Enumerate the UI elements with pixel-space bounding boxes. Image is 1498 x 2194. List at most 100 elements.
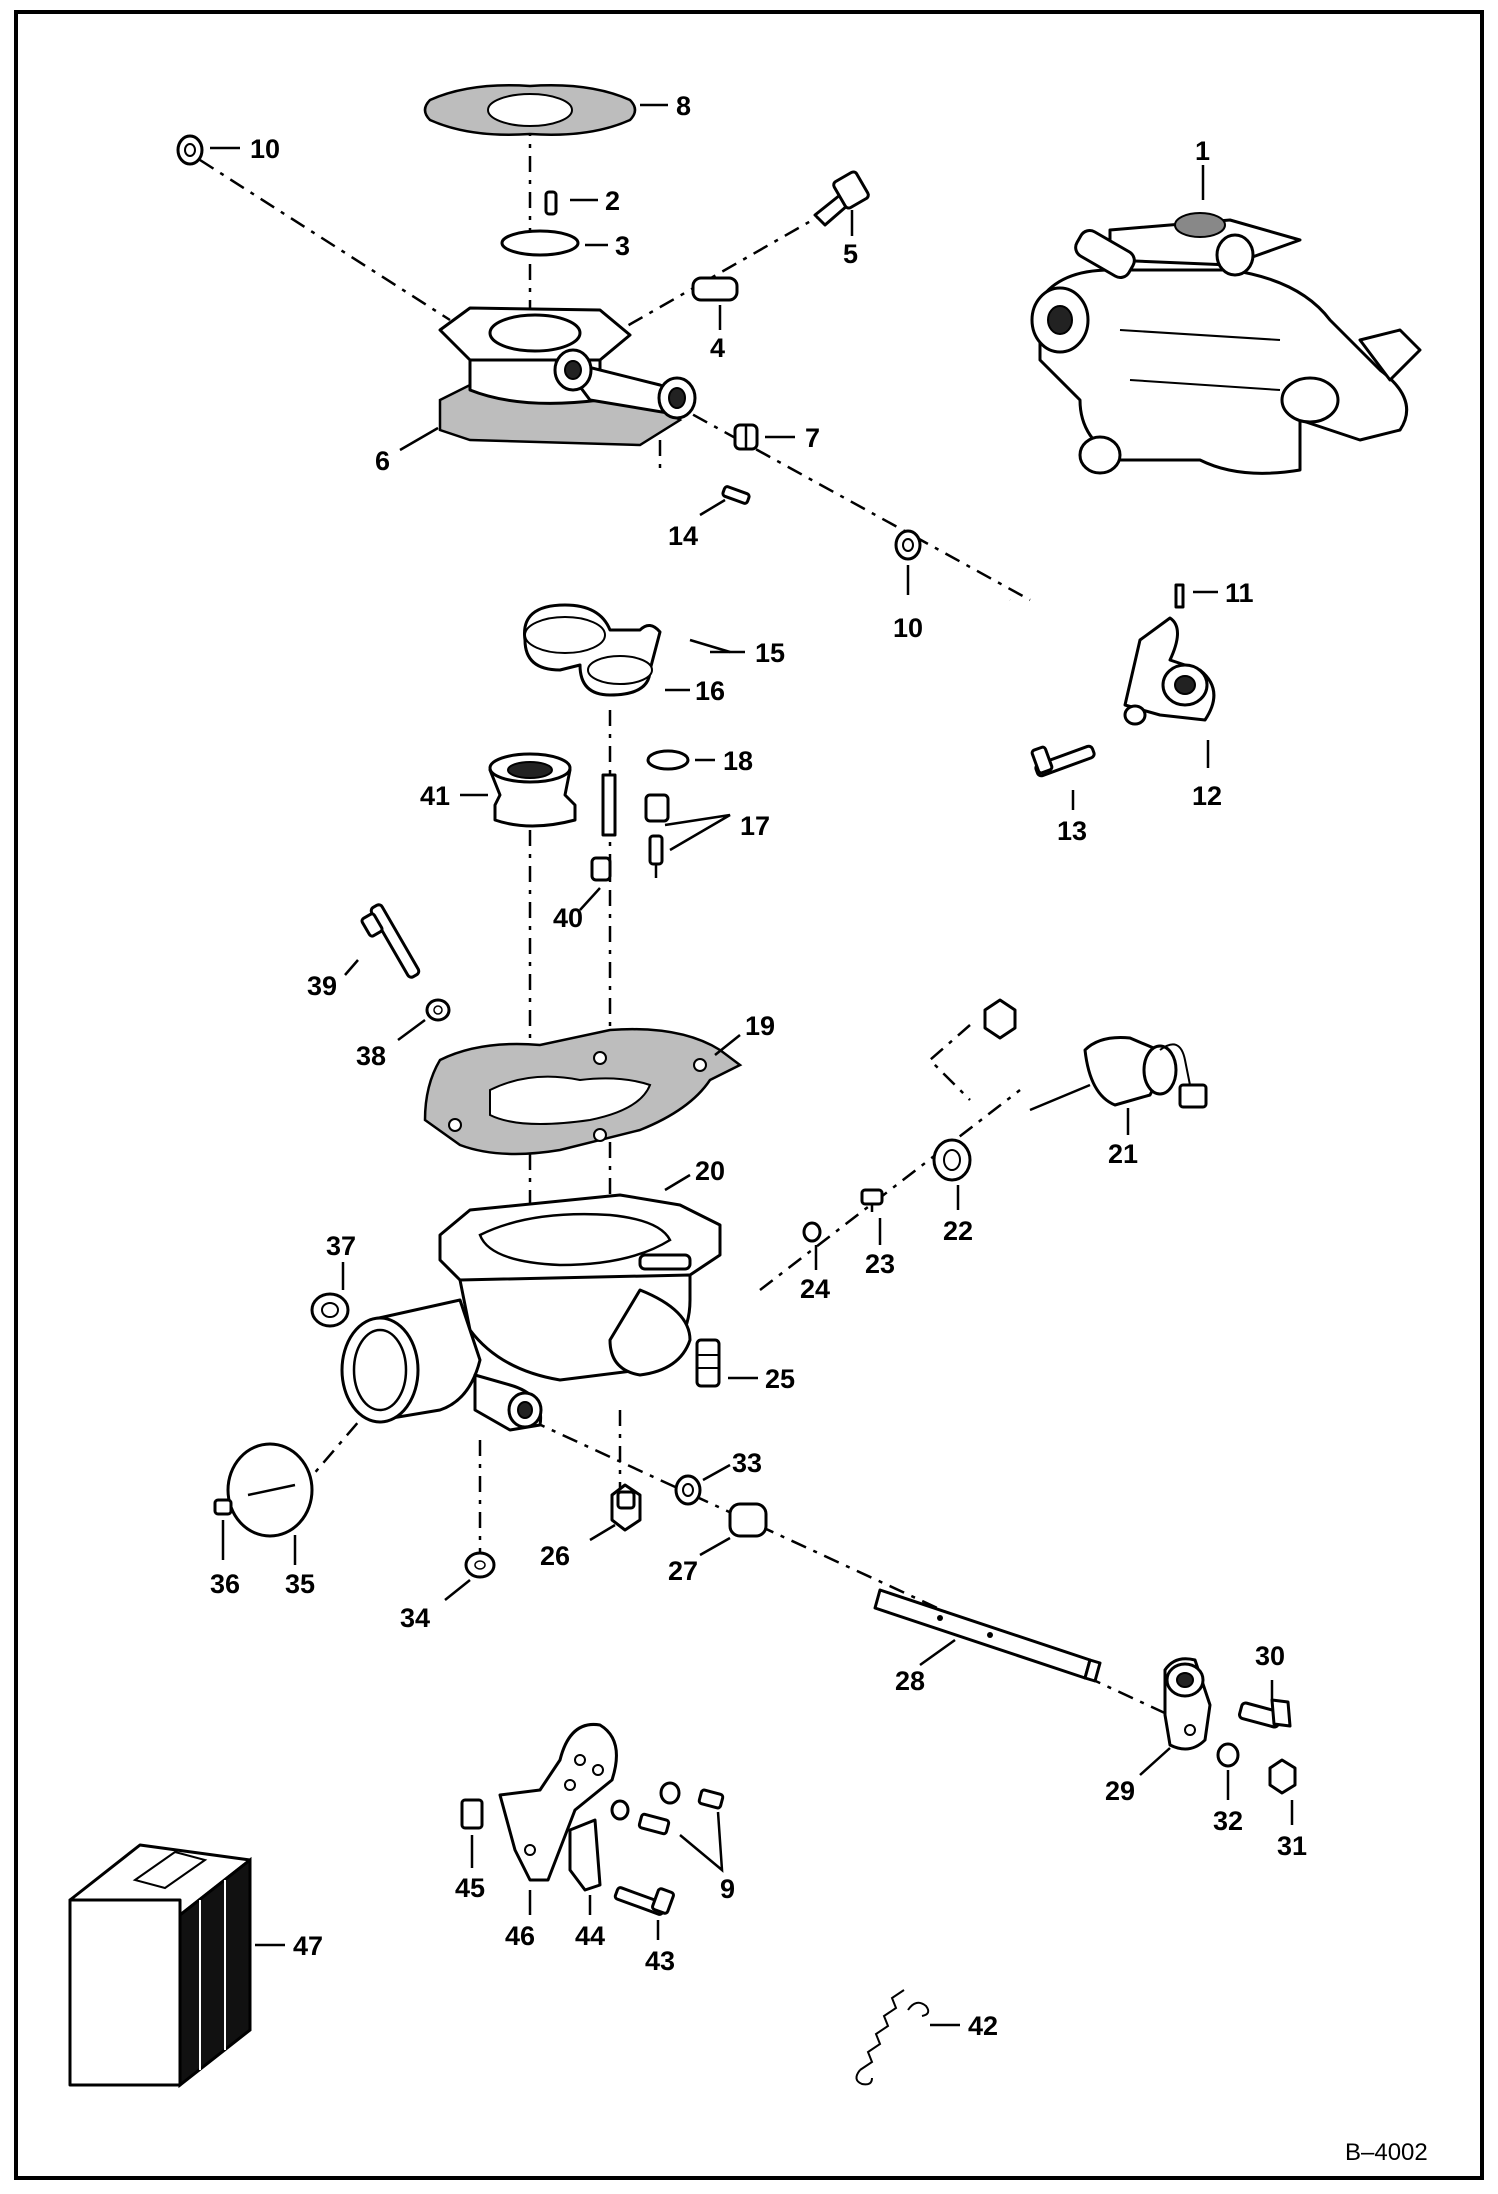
callout-45: 45 — [455, 1873, 485, 1903]
callout-2: 2 — [605, 186, 620, 216]
part-1-carburetor-assembly — [1030, 212, 1422, 475]
part-37-plug — [310, 1292, 350, 1328]
callout-labels: 10 8 2 3 4 5 1 6 7 14 10 11 12 13 15 16 … — [210, 91, 1428, 2166]
callout-24: 24 — [800, 1274, 830, 1304]
callout-40: 40 — [553, 903, 583, 933]
part-42-spring — [855, 1989, 930, 2086]
part-24-washer — [802, 1221, 822, 1243]
part-16-float — [523, 603, 662, 697]
part-7-screw — [733, 423, 759, 451]
part-6-throttle-body — [438, 306, 697, 447]
part-25-drain-screw — [695, 1338, 721, 1388]
part-17-needle-and-seat — [644, 793, 670, 878]
callout-30: 30 — [1255, 1641, 1285, 1671]
part-27-bushing — [728, 1502, 768, 1538]
callout-8: 8 — [676, 91, 691, 121]
part-29-throttle-lever — [1163, 1657, 1212, 1751]
part-36-screw — [213, 1498, 233, 1516]
callout-5: 5 — [843, 239, 858, 269]
part-4-spring — [691, 276, 739, 302]
callout-1: 1 — [1195, 136, 1210, 166]
part-26-plug — [610, 1483, 642, 1532]
callout-19: 19 — [745, 1011, 775, 1041]
callout-15: 15 — [755, 638, 785, 668]
callout-33: 33 — [732, 1448, 762, 1478]
part-13-screw — [1030, 744, 1096, 778]
part-3-plate — [500, 229, 580, 257]
part-47-repair-kit-box — [68, 1843, 252, 2089]
callout-28: 28 — [895, 1666, 925, 1696]
callout-4: 4 — [710, 333, 725, 363]
callout-44: 44 — [575, 1921, 605, 1951]
part-22-washer — [932, 1138, 972, 1182]
part-28-throttle-shaft — [873, 1588, 1102, 1683]
callout-32: 32 — [1213, 1806, 1243, 1836]
part-21-solenoid — [1029, 1036, 1208, 1112]
part-21-nut — [983, 998, 1017, 1040]
part-44-clip — [568, 1818, 602, 1892]
part-10-washer-mid — [894, 529, 922, 561]
callout-9: 9 — [720, 1874, 735, 1904]
callout-39: 39 — [307, 971, 337, 1001]
callout-13: 13 — [1057, 816, 1087, 846]
part-8-top-gasket — [423, 84, 637, 136]
callout-35: 35 — [285, 1569, 315, 1599]
part-33-washer — [674, 1474, 702, 1506]
callout-34: 34 — [400, 1603, 430, 1633]
callout-41: 41 — [420, 781, 450, 811]
callout-10: 10 — [250, 134, 280, 164]
part-2-screw — [544, 190, 558, 216]
callout-21: 21 — [1108, 1139, 1138, 1169]
callout-47: 47 — [293, 1931, 323, 1961]
part-30-screw — [1238, 1698, 1292, 1729]
part-43-screw — [613, 1886, 675, 1916]
part-34-washer — [464, 1551, 496, 1579]
callout-6: 6 — [375, 446, 390, 476]
part-9-screws — [610, 1781, 725, 1836]
part-32-washer — [1216, 1742, 1240, 1768]
part-40-jet — [590, 856, 612, 882]
callout-18: 18 — [723, 746, 753, 776]
callout-31: 31 — [1277, 1831, 1307, 1861]
callout-29: 29 — [1105, 1776, 1135, 1806]
part-41-venturi — [488, 752, 577, 828]
callout-46: 46 — [505, 1921, 535, 1951]
callout-11: 11 — [1225, 578, 1254, 608]
part-15-float-pin — [689, 638, 731, 654]
callout-7: 7 — [805, 423, 820, 453]
callout-14: 14 — [668, 521, 698, 551]
part-31-nut — [1268, 1758, 1297, 1795]
part-39-power-valve — [360, 903, 421, 979]
callout-12: 12 — [1192, 781, 1222, 811]
callout-23: 23 — [865, 1249, 895, 1279]
part-23-screw — [860, 1188, 884, 1212]
part-14-screw — [721, 485, 751, 505]
callout-3: 3 — [615, 231, 630, 261]
part-38-washer — [425, 998, 451, 1022]
callout-17: 17 — [740, 811, 770, 841]
callout-36: 36 — [210, 1569, 240, 1599]
callout-38: 38 — [356, 1041, 386, 1071]
callout-25: 25 — [765, 1364, 795, 1394]
float-hinge-pin — [601, 773, 617, 837]
part-19-bowl-gasket — [423, 1027, 743, 1156]
part-11-pin — [1174, 583, 1185, 609]
callout-16: 16 — [695, 676, 725, 706]
part-12-choke-shaft-lever — [1008, 597, 1216, 726]
part-45-clip — [460, 1798, 484, 1830]
leader-lines — [210, 103, 1294, 2027]
part-5-idle-needle — [813, 170, 870, 227]
callout-20: 20 — [695, 1156, 725, 1186]
callout-26: 26 — [540, 1541, 570, 1571]
callout-27: 27 — [668, 1556, 698, 1586]
drawing-code: B–4002 — [1345, 2139, 1428, 2166]
callout-43: 43 — [645, 1946, 675, 1976]
callout-10-b: 10 — [893, 613, 923, 643]
callout-37: 37 — [326, 1231, 356, 1261]
part-10-washer-top — [176, 134, 204, 166]
part-20-fuel-bowl-body — [340, 1193, 722, 1432]
callout-22: 22 — [943, 1216, 973, 1246]
part-18-o-ring — [646, 749, 690, 771]
part-35-choke-plate — [226, 1442, 314, 1538]
